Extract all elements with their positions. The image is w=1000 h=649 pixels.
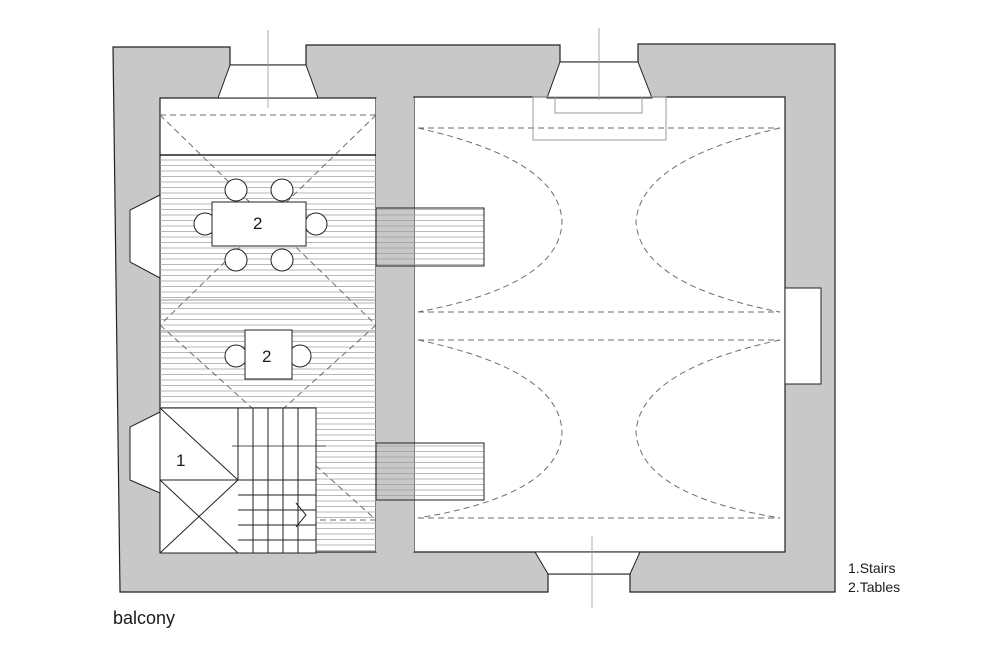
balcony-label: balcony [113, 608, 175, 628]
table-group-upper [193, 178, 328, 272]
legend: 1.Stairs 2.Tables [848, 560, 900, 595]
centre-lines [267, 28, 600, 608]
svg-text:1.Stairs: 1.Stairs [848, 560, 895, 576]
staircase [159, 407, 326, 554]
tables-marker-lower: 2 [262, 347, 271, 366]
legend-item-1-number: 1. [848, 560, 860, 576]
legend-item-1-label: Stairs [860, 560, 896, 576]
stairs-marker: 1 [176, 451, 185, 470]
table-group-lower [224, 329, 312, 380]
legend-item-2-number: 2. [848, 579, 860, 595]
window-box [532, 96, 667, 141]
window-openings [129, 61, 822, 575]
tables-marker-upper: 2 [253, 214, 262, 233]
legend-item-2-label: Tables [860, 579, 900, 595]
svg-text:2.Tables: 2.Tables [848, 579, 900, 595]
